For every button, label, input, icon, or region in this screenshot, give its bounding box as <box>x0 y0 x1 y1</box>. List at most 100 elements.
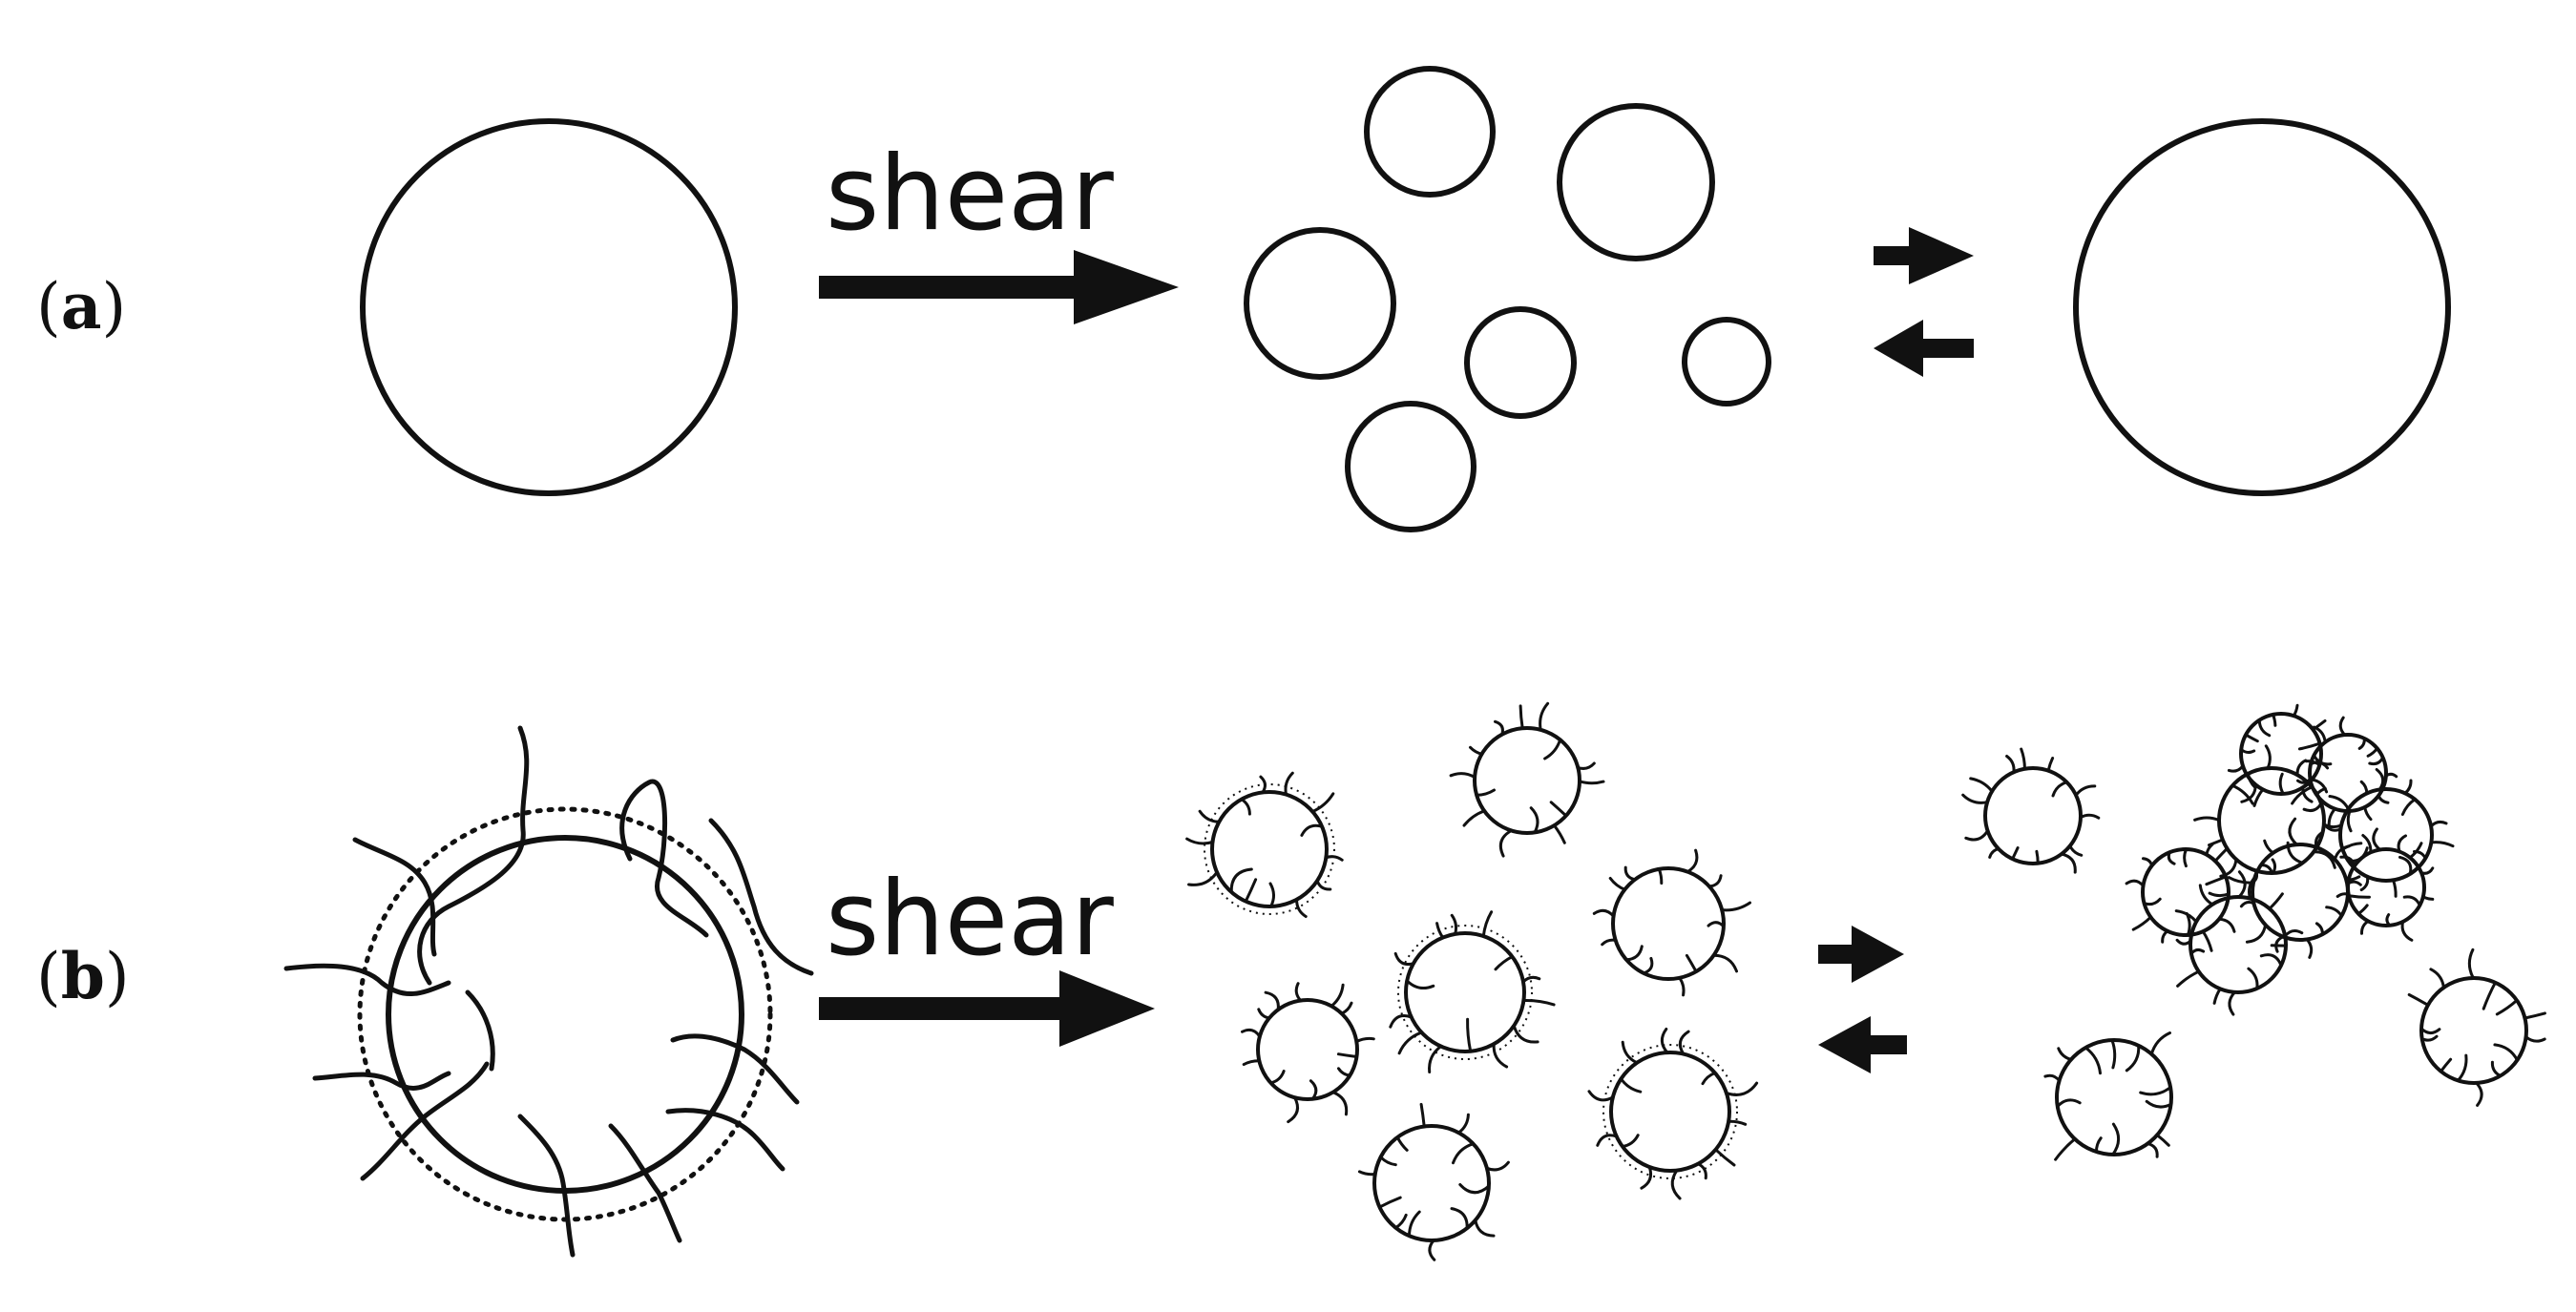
polymer-chain <box>1707 921 1726 928</box>
polymer-chain <box>2398 855 2413 876</box>
polymer-chain <box>1619 1077 1643 1093</box>
polymer-chain <box>1624 945 1644 962</box>
polymer-chain <box>1450 913 1458 936</box>
polymer-chain <box>2094 1136 2103 1154</box>
polymer-chain <box>1725 1081 1759 1096</box>
polymer-chain <box>2240 783 2257 803</box>
polymer-chain <box>1621 1040 1639 1065</box>
polymer-chain <box>2252 787 2265 807</box>
polymer-chain <box>2244 733 2259 743</box>
polymer-chain <box>2217 917 2236 933</box>
large-stabilized-droplet <box>283 725 814 1258</box>
polymer-chain <box>2149 1031 2171 1056</box>
panel-b-label-open: ( <box>36 940 61 1013</box>
polymer-chain <box>2523 1011 2546 1020</box>
droplet-core <box>2308 733 2388 813</box>
polymer-chain <box>1397 1031 1423 1055</box>
polymer-chain <box>1284 771 1294 797</box>
polymer-chain <box>1185 837 1214 845</box>
polymer-chain <box>1330 983 1345 1008</box>
small-stabilized-droplet <box>2043 1031 2173 1161</box>
polymer-chain <box>2193 816 2221 822</box>
panel-a-label-open: ( <box>36 270 61 344</box>
droplet-core <box>2239 712 2323 796</box>
polymer-chain <box>2125 1044 2141 1073</box>
droplet-core <box>2346 847 2426 927</box>
polymer-chain <box>2482 981 2497 1010</box>
polymer-chain <box>2456 1053 2468 1082</box>
panel-b-label-letter: b <box>60 939 105 1013</box>
polymer-chain <box>1964 829 1989 842</box>
polymer-chain <box>2392 878 2398 898</box>
panel-a-label-close: ) <box>101 270 127 344</box>
large-droplet <box>360 118 738 496</box>
polymer-chain <box>2143 897 2162 906</box>
polymer-chain <box>2020 747 2026 771</box>
polymer-chain <box>2375 768 2385 791</box>
polymer-chain <box>2227 764 2245 773</box>
polymer-chain <box>1543 738 1562 760</box>
polymer-chain <box>2333 844 2351 862</box>
polymer-chain <box>1450 1207 1469 1230</box>
polymer-chain <box>2110 1038 2117 1070</box>
polymer-chain <box>1257 1008 1271 1020</box>
polymer-chain <box>1331 1091 1349 1116</box>
polymer-chain <box>2228 990 2236 1016</box>
polymer-chain <box>1678 976 1686 997</box>
polymer-chain <box>2227 876 2255 885</box>
polymer-chain <box>2142 857 2154 867</box>
panel-b-label-close: ) <box>104 940 130 1013</box>
polymer-chain <box>1336 1052 1358 1058</box>
small-stabilized-droplet <box>1449 701 1605 858</box>
polymer-chain <box>2230 783 2254 805</box>
polymer-chain <box>2056 1098 2082 1109</box>
polymer-chain <box>1492 1042 1509 1069</box>
polymer-chain <box>1596 1134 1619 1147</box>
polymer-chain <box>1552 823 1566 844</box>
polymer-chain <box>1578 780 1605 785</box>
polymer-chain <box>2295 759 2308 777</box>
small-stabilized-droplet <box>1592 848 1751 997</box>
polymer-chain <box>2346 809 2353 833</box>
polymer-chain <box>2361 834 2373 854</box>
polymer-chain <box>1720 901 1751 912</box>
polymer-chain <box>1337 1067 1351 1077</box>
panel-a-label-letter: a <box>60 269 102 344</box>
polymer-chain <box>2313 725 2327 744</box>
polymer-chain <box>2339 855 2356 868</box>
polymer-chain <box>1264 990 1280 1011</box>
coalesced-droplet <box>2073 118 2451 496</box>
polymer-chain <box>1474 1218 1496 1238</box>
polymer-chain <box>2183 847 2189 868</box>
polymer-chain <box>2125 879 2145 887</box>
polymer-chain <box>2205 875 2228 886</box>
polymer-chain <box>2272 713 2277 727</box>
polymer-chain <box>1657 867 1664 885</box>
polymer-chain <box>1419 1102 1426 1128</box>
polymer-chain <box>1354 1036 1375 1044</box>
droplet-core <box>2251 843 2350 942</box>
polymer-chain <box>2131 915 2152 931</box>
small-droplet <box>1557 103 1715 261</box>
polymer-chain <box>1587 1090 1615 1102</box>
polymer-chain <box>2248 875 2257 901</box>
polymer-chain <box>2397 834 2407 854</box>
polymer-chain <box>1660 1028 1669 1054</box>
polymer-chain <box>1198 809 1221 823</box>
polymer-chain <box>2219 858 2238 878</box>
polymer-chain <box>2366 746 2379 758</box>
polymer-chain <box>1549 801 1568 818</box>
polymer-chain <box>2363 805 2373 822</box>
droplet-core <box>386 835 744 1194</box>
polymer-chain <box>1315 879 1332 891</box>
polymer-chains <box>283 725 814 1258</box>
polymer-chain <box>2111 1122 2121 1156</box>
polymer-chain <box>2005 755 2016 774</box>
polymer-chain <box>2292 703 2299 718</box>
polymer-chain <box>2146 1142 2159 1158</box>
dotted-stabilizer-layer <box>357 806 773 1222</box>
polymer-chain <box>2198 884 2214 906</box>
polymer-chain <box>2297 741 2322 751</box>
polymer-chain <box>2313 754 2333 766</box>
droplet-core <box>1256 998 1359 1101</box>
